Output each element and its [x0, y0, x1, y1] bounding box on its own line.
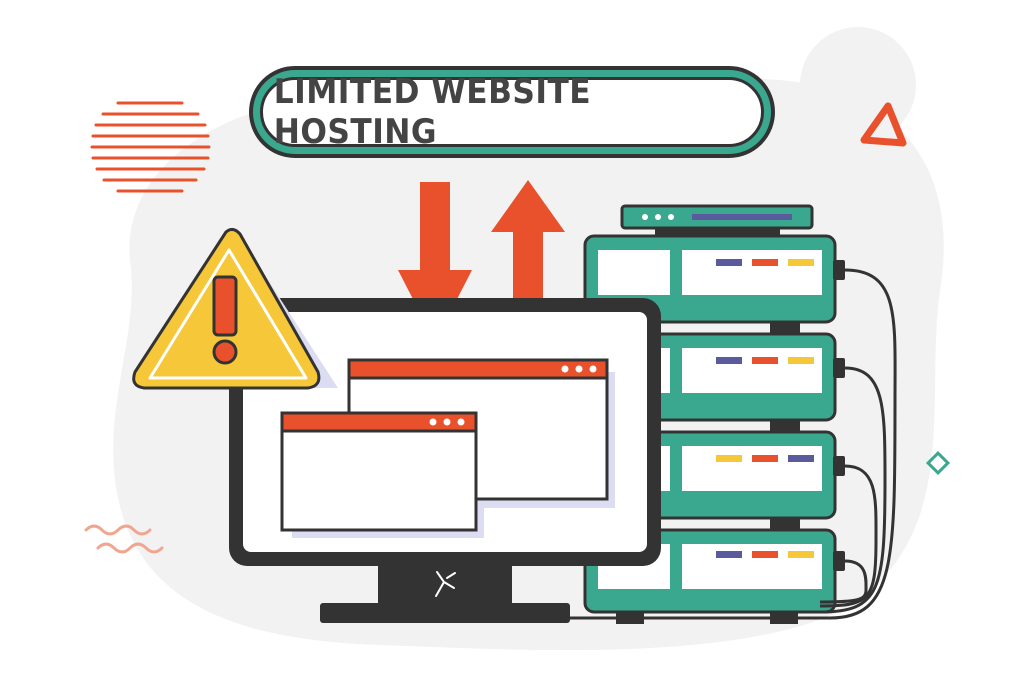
monitor-icon: [229, 298, 661, 623]
warning-icon: [132, 227, 338, 390]
title-banner: LIMITED WEBSITE HOSTING: [249, 66, 775, 158]
triangle-decoration: [860, 102, 907, 147]
background-blob-small: [800, 27, 916, 143]
striped-circle-decoration: [90, 101, 211, 193]
diamond-decoration: [925, 450, 951, 476]
page-title: LIMITED WEBSITE HOSTING: [273, 72, 592, 152]
squiggle-decoration: [84, 524, 164, 554]
browser-window: [280, 411, 478, 532]
upload-arrow-icon: [491, 180, 565, 298]
title-banner-inner: [260, 77, 764, 147]
